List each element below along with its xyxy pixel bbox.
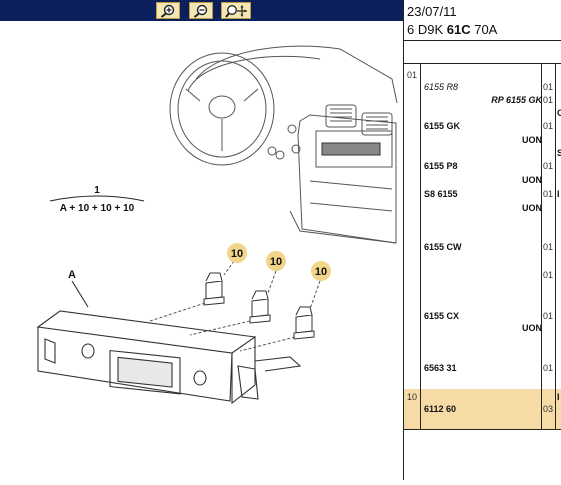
row-ref: 03 xyxy=(543,404,554,414)
zoom-move-icon xyxy=(225,4,247,18)
exploded-view-drawing: 1 A + 10 + 10 + 10 A xyxy=(36,45,398,405)
part-number[interactable]: 6155 CW xyxy=(424,242,462,252)
part-number[interactable]: 6155 CX xyxy=(424,311,460,321)
row-ref: 01 xyxy=(543,161,554,171)
table-bottom-rule xyxy=(404,429,561,430)
steering-wheel-drawing xyxy=(169,52,275,166)
col-divider-1 xyxy=(420,63,421,429)
panel-divider xyxy=(403,0,404,480)
part-number[interactable]: 6112 60 xyxy=(424,404,457,414)
header-rule xyxy=(404,40,561,41)
zoom-move-button[interactable] xyxy=(221,2,251,19)
zoom-out-icon xyxy=(193,4,208,18)
parts-list-panel: 23/07/11 6 D9K 61C 70A 01 6155 R8 01 RP … xyxy=(404,0,561,480)
callout-3[interactable]: 10 xyxy=(311,261,331,281)
callout-2[interactable]: 10 xyxy=(266,251,286,271)
part-number[interactable]: 6563 31 xyxy=(424,363,457,373)
col-divider-3 xyxy=(555,63,556,429)
part-number[interactable]: 6155 GK xyxy=(424,121,461,131)
vehicle-code-suffix: 70A xyxy=(470,22,498,37)
part-sub: UON xyxy=(522,203,542,213)
row-mark: S xyxy=(557,148,561,158)
dashboard-outline xyxy=(195,45,398,104)
part-number[interactable]: 6155 P8 xyxy=(424,161,458,171)
row-position: 10 xyxy=(407,392,418,402)
row-mark: I xyxy=(557,392,560,402)
col-divider-2 xyxy=(541,63,542,429)
row-mark: C xyxy=(557,108,561,118)
zoom-in-button[interactable] xyxy=(156,2,180,19)
svg-text:10: 10 xyxy=(315,266,327,278)
svg-text:10: 10 xyxy=(270,256,282,268)
part-sub: UON xyxy=(522,135,542,145)
row-position: 01 xyxy=(407,70,418,80)
vehicle-code-bold: 61C xyxy=(446,22,471,37)
vehicle-code: 6 D9K 61C 70A xyxy=(407,22,497,37)
formula-text: A + 10 + 10 + 10 xyxy=(60,203,135,214)
row-ref: 01 xyxy=(543,82,554,92)
display-unit-drawing xyxy=(36,310,302,405)
diagram-toolbar xyxy=(0,0,403,21)
part-sub: UON xyxy=(522,175,542,185)
row-ref: 01 xyxy=(543,311,554,321)
row-ref: 01 xyxy=(543,242,554,252)
formula-quantity: 1 xyxy=(94,185,100,196)
svg-text:10: 10 xyxy=(231,248,243,260)
part-sub[interactable]: RP 6155 GK xyxy=(491,95,542,105)
vehicle-code-prefix: 6 D9K xyxy=(407,22,447,37)
table-top-rule xyxy=(404,63,561,64)
row-ref: 01 xyxy=(543,121,554,131)
date-header: 23/07/11 xyxy=(407,4,457,19)
parts-diagram: 1 A + 10 + 10 + 10 A xyxy=(0,21,403,480)
row-ref: 01 xyxy=(543,189,554,199)
part-sub: UON xyxy=(522,323,542,333)
zoom-in-icon xyxy=(160,4,175,18)
callout-1[interactable]: 10 xyxy=(227,243,247,263)
zoom-out-button[interactable] xyxy=(189,2,213,19)
row-ref: 01 xyxy=(543,363,554,373)
bulb-drawings xyxy=(203,272,315,340)
part-number[interactable]: 6155 R8 xyxy=(424,82,459,92)
row-ref: 01 xyxy=(543,95,554,105)
part-number[interactable]: S8 6155 xyxy=(424,189,458,199)
selected-row-highlight[interactable] xyxy=(404,389,561,429)
row-mark: I xyxy=(557,189,560,199)
label-a: A xyxy=(68,269,76,281)
row-ref: 01 xyxy=(543,270,554,280)
